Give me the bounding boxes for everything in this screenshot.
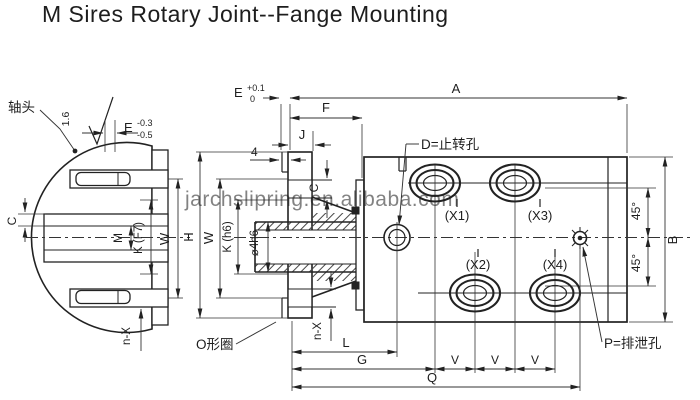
dim-e-top-lower-tol: 0 <box>250 94 255 104</box>
hole-label-x4: (X4) <box>543 257 568 272</box>
dim-c-section: C <box>307 183 321 192</box>
o-ring-bottom <box>351 281 360 290</box>
note-anti-rotation-hole: D=止转孔 <box>421 137 480 152</box>
flange-disc <box>30 141 153 334</box>
o-ring-note: O形圈 <box>196 337 234 352</box>
dim-f: F <box>322 100 330 115</box>
dim-v2: V <box>491 353 499 367</box>
dim-c-left: C <box>5 216 19 225</box>
port-hole-x3 <box>488 163 542 203</box>
leader-dot <box>72 148 78 154</box>
drain-port <box>571 227 589 249</box>
dim-g: G <box>357 352 367 367</box>
dim-q: Q <box>427 370 437 385</box>
port-hole-x2 <box>448 273 502 313</box>
center-bore <box>43 213 169 263</box>
dim-n-x-section: n-X <box>312 322 324 340</box>
o-ring-top <box>351 206 360 215</box>
hole-label-x1: (X1) <box>445 208 470 223</box>
dim-n-x-left: n-X <box>121 327 133 345</box>
roughness-value: 1.6 <box>60 112 72 127</box>
dim-phi-4h6: ⌀4h6 <box>249 230 261 256</box>
dim-v1: V <box>451 353 459 367</box>
dim-e-top-upper-tol: +0.1 <box>247 83 265 93</box>
dim-e-left: E <box>124 120 133 135</box>
dim-j: J <box>299 127 306 142</box>
housing-body <box>363 156 628 323</box>
dim-4: 4 <box>251 145 258 159</box>
watermark: jarchslipring.en.alibaba.com <box>184 188 459 211</box>
left-view: 轴头 1.6 E -0.3 -0.5 C M K (F7) W <box>5 96 190 351</box>
dim-l: L <box>342 335 349 350</box>
hole-label-x2: (X2) <box>466 257 491 272</box>
dim-m: M <box>111 233 125 243</box>
roughness-symbol-icon <box>88 96 114 146</box>
hole-label-x3: (X3) <box>528 208 553 223</box>
dim-k-h6: K (h6) <box>222 221 234 252</box>
dim-b: B <box>665 236 680 245</box>
dim-w-section: W <box>201 231 216 244</box>
dim-a: A <box>452 81 461 96</box>
dim-e-top: E <box>234 85 243 100</box>
body-view: (X1) (X3) (X2) (X4) D=止转孔 P=排泄孔 E +0.1 <box>234 81 694 391</box>
dim-k-f7: K (F7) <box>133 222 145 254</box>
dim-45-lower: 45° <box>629 254 643 272</box>
dim-e-left-upper-tol: -0.3 <box>137 118 153 128</box>
stud-top <box>75 171 131 187</box>
section-view: H W K (h6) ⌀4h6 4 C n-X O形圈 <box>181 145 365 352</box>
dim-e-left-lower-tol: -0.5 <box>137 130 153 140</box>
dim-h: H <box>181 232 196 241</box>
page-title: M Sires Rotary Joint--Fange Mounting <box>42 1 449 27</box>
shaft-head-label: 轴头 <box>8 100 35 115</box>
dim-v3: V <box>531 353 539 367</box>
dim-45-upper: 45° <box>629 202 643 220</box>
dim-w-left: W <box>157 232 172 245</box>
note-drain-hole: P=排泄孔 <box>604 336 662 351</box>
port-hole-x1 <box>408 163 462 203</box>
stud-bottom <box>75 289 131 305</box>
